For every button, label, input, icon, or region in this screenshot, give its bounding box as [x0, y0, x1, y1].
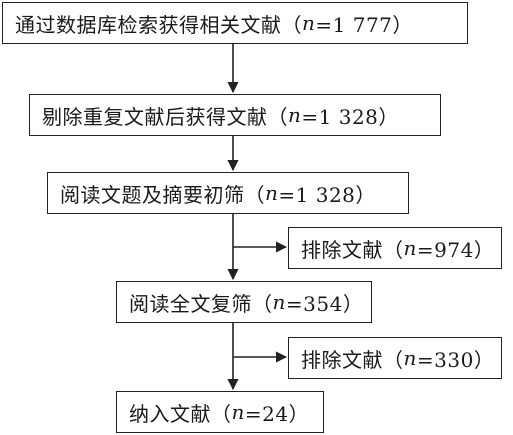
step-count: =1 328）: [301, 104, 399, 129]
step-count: =330）: [416, 347, 495, 372]
step-full-text-screening: 阅读全文复筛（n=354）: [116, 281, 372, 323]
step-count: =1 777）: [315, 12, 413, 37]
step-variable: n: [302, 11, 316, 35]
step-label: 纳入文献（: [129, 401, 232, 426]
step-variable: n: [272, 290, 286, 314]
step-label: 剔除重复文献后获得文献（: [42, 104, 288, 129]
step-excluded-first: 排除文献（n=974）: [288, 227, 502, 269]
step-included: 纳入文献（n=24）: [116, 391, 324, 433]
step-label: 通过数据库检索获得相关文献（: [15, 12, 302, 37]
step-remove-duplicates: 剔除重复文献后获得文献（n=1 328）: [29, 94, 441, 136]
step-label: 阅读文题及摘要初筛（: [60, 182, 265, 207]
step-database-search: 通过数据库检索获得相关文献（n=1 777）: [2, 2, 468, 44]
step-label: 排除文献（: [301, 347, 404, 372]
step-label: 阅读全文复筛（: [129, 291, 273, 316]
step-count: =24）: [244, 401, 310, 426]
step-variable: n: [403, 346, 417, 370]
step-excluded-second: 排除文献（n=330）: [288, 337, 502, 379]
step-count: =974）: [416, 237, 495, 262]
step-count: =354）: [285, 291, 364, 316]
step-title-abstract-screening: 阅读文题及摘要初筛（n=1 328）: [47, 172, 409, 214]
step-variable: n: [288, 103, 302, 127]
step-count: =1 328）: [278, 182, 376, 207]
step-label: 排除文献（: [301, 237, 404, 262]
step-variable: n: [231, 400, 245, 424]
step-variable: n: [265, 181, 279, 205]
step-variable: n: [403, 236, 417, 260]
